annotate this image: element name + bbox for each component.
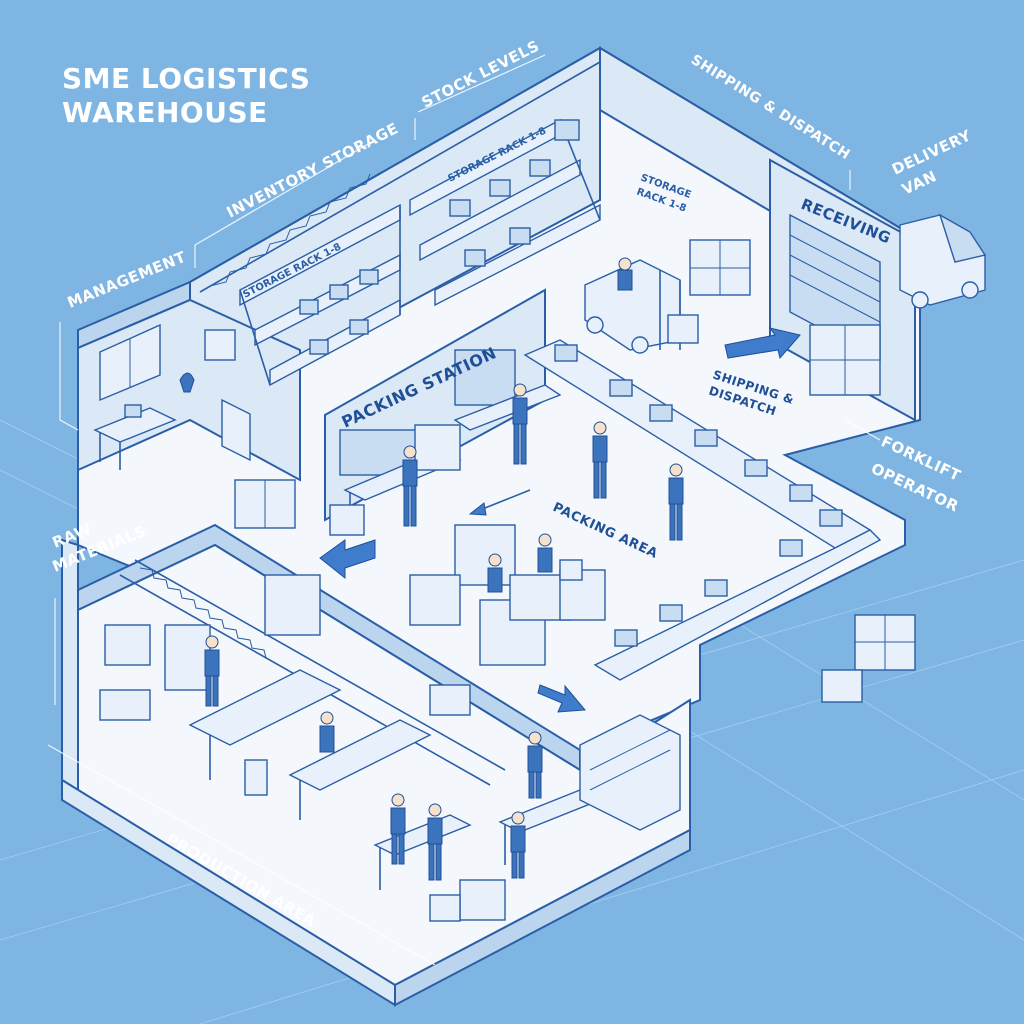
- management-office: [77, 298, 301, 482]
- receiving-dock: [689, 158, 916, 422]
- arrow-down-right-icon: [537, 684, 587, 713]
- label-guides: [47, 54, 881, 966]
- arrow-left-icon: [319, 539, 376, 580]
- packing-station: [324, 288, 562, 536]
- production-area-contents: [99, 559, 681, 922]
- flow-arrows: [319, 327, 801, 713]
- worker-conveyor-1: [592, 421, 608, 499]
- worker-packing-2: [512, 383, 528, 465]
- title-block: SME LOGISTICS WAREHOUSE: [62, 62, 310, 129]
- forklift: [584, 257, 699, 354]
- packing-area-machines: [409, 524, 606, 666]
- floor-pallets: [234, 479, 916, 703]
- lower-floor: [61, 523, 691, 1007]
- worker-prod-1: [204, 635, 220, 707]
- conveyor-boxes: [554, 344, 843, 647]
- worker-conveyor-2: [668, 463, 684, 541]
- rack-mid: [409, 118, 601, 307]
- worker-packing-area-2: [487, 553, 503, 593]
- conveyor-belt: [523, 339, 882, 681]
- worker-prod-3: [390, 793, 406, 865]
- worker-packing-area-1: [537, 533, 553, 573]
- roof-truss: [189, 47, 601, 293]
- rack-left: [239, 203, 401, 387]
- worker-prod-2: [319, 711, 335, 753]
- delivery-van: [899, 213, 987, 309]
- worker-packing-1: [402, 445, 418, 527]
- worker-prod-4: [427, 803, 443, 881]
- storage-racks: [189, 47, 601, 387]
- title-line-1: SME LOGISTICS: [62, 62, 310, 95]
- title-line-2: WAREHOUSE: [62, 96, 268, 129]
- arrow-up-right-icon: [724, 327, 801, 360]
- arrow-packing-left-icon: [479, 489, 531, 511]
- worker-prod-6: [527, 731, 543, 799]
- worker-prod-5: [510, 811, 526, 879]
